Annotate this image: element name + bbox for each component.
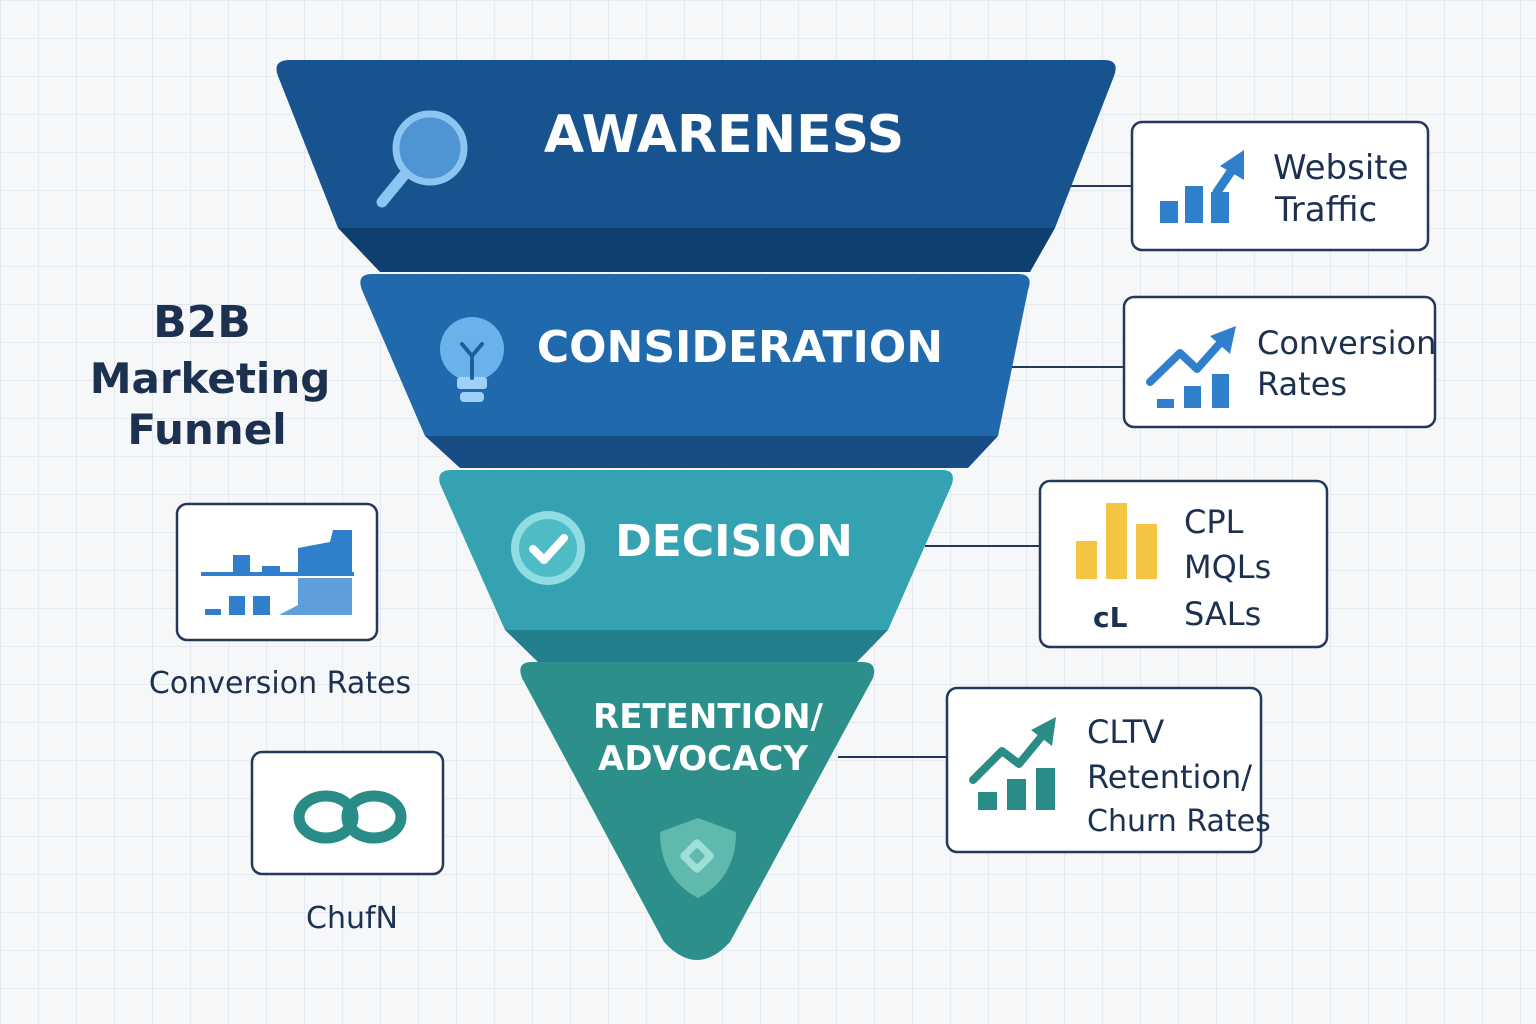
infinity-icon — [293, 790, 407, 844]
title-line1: B2B — [153, 297, 251, 348]
metric-decision-line1: CPL — [1184, 503, 1244, 541]
title-line3: Funnel — [127, 405, 286, 454]
magnifier-icon — [376, 110, 468, 208]
metric-card-retention-box — [945, 686, 1263, 854]
metric-card-decision: cL CPL MQLs SALs — [1038, 479, 1329, 649]
metric-consideration-line1: Conversion — [1257, 324, 1436, 362]
metric-decision-line3: SALs — [1184, 595, 1261, 633]
stage-decision-band — [439, 470, 953, 630]
metric-awareness-line2: Traffic — [1274, 190, 1377, 230]
metric-retention-line1: CLTV — [1087, 713, 1164, 751]
metric-decision-badge: cL — [1093, 601, 1128, 634]
stage-retention: RETENTION/ ADVOCACY — [520, 662, 875, 960]
stage-retention-label-line1: RETENTION/ — [593, 697, 823, 737]
metric-card-retention: CLTV Retention/ Churn Rates — [945, 686, 1271, 854]
lightbulb-icon — [440, 317, 504, 402]
metric-retention-line3: Churn Rates — [1087, 804, 1271, 839]
stage-awareness-band — [276, 60, 1116, 228]
metric-consideration-line2: Rates — [1257, 365, 1347, 403]
left-card-conversion-caption: Conversion Rates — [149, 666, 411, 701]
stage-consideration-band — [360, 274, 1030, 436]
funnel-title: B2B Marketing Funnel — [90, 297, 331, 454]
bar-chart-icon — [1076, 503, 1157, 579]
checkmark-icon — [511, 511, 585, 585]
bar-chart-icon — [201, 530, 354, 615]
stage-awareness-label: AWARENESS — [544, 105, 904, 165]
shield-icon — [660, 818, 736, 898]
trend-up-chart-icon — [1146, 326, 1236, 408]
stage-decision: DECISION — [439, 470, 953, 664]
stage-retention-label-line2: ADVOCACY — [598, 739, 808, 779]
left-card-churn-caption: ChufN — [306, 901, 398, 936]
stage-consideration-label: CONSIDERATION — [537, 322, 943, 373]
metric-card-consideration: Conversion Rates — [1122, 295, 1437, 429]
stage-decision-label: DECISION — [615, 516, 853, 567]
stage-retention-band — [520, 662, 875, 960]
stage-consideration-shadow — [425, 436, 998, 468]
stage-consideration: CONSIDERATION — [360, 274, 1030, 468]
stage-decision-shadow — [505, 630, 888, 664]
metric-decision-line2: MQLs — [1184, 548, 1271, 586]
left-card-churn: ChufN — [250, 750, 445, 936]
stage-awareness: AWARENESS — [276, 60, 1116, 272]
metric-card-awareness-box — [1130, 120, 1430, 252]
left-card-conversion: Conversion Rates — [149, 502, 411, 701]
metric-awareness-line1: Website — [1273, 148, 1409, 188]
trend-up-chart-icon — [969, 717, 1056, 810]
metric-card-awareness: Website Traffic — [1130, 120, 1430, 252]
growth-chart-icon — [1160, 150, 1244, 223]
stage-awareness-shadow — [338, 228, 1055, 272]
title-line2: Marketing — [90, 354, 331, 403]
metric-retention-line2: Retention/ — [1087, 758, 1252, 796]
metric-card-consideration-box — [1122, 295, 1437, 429]
